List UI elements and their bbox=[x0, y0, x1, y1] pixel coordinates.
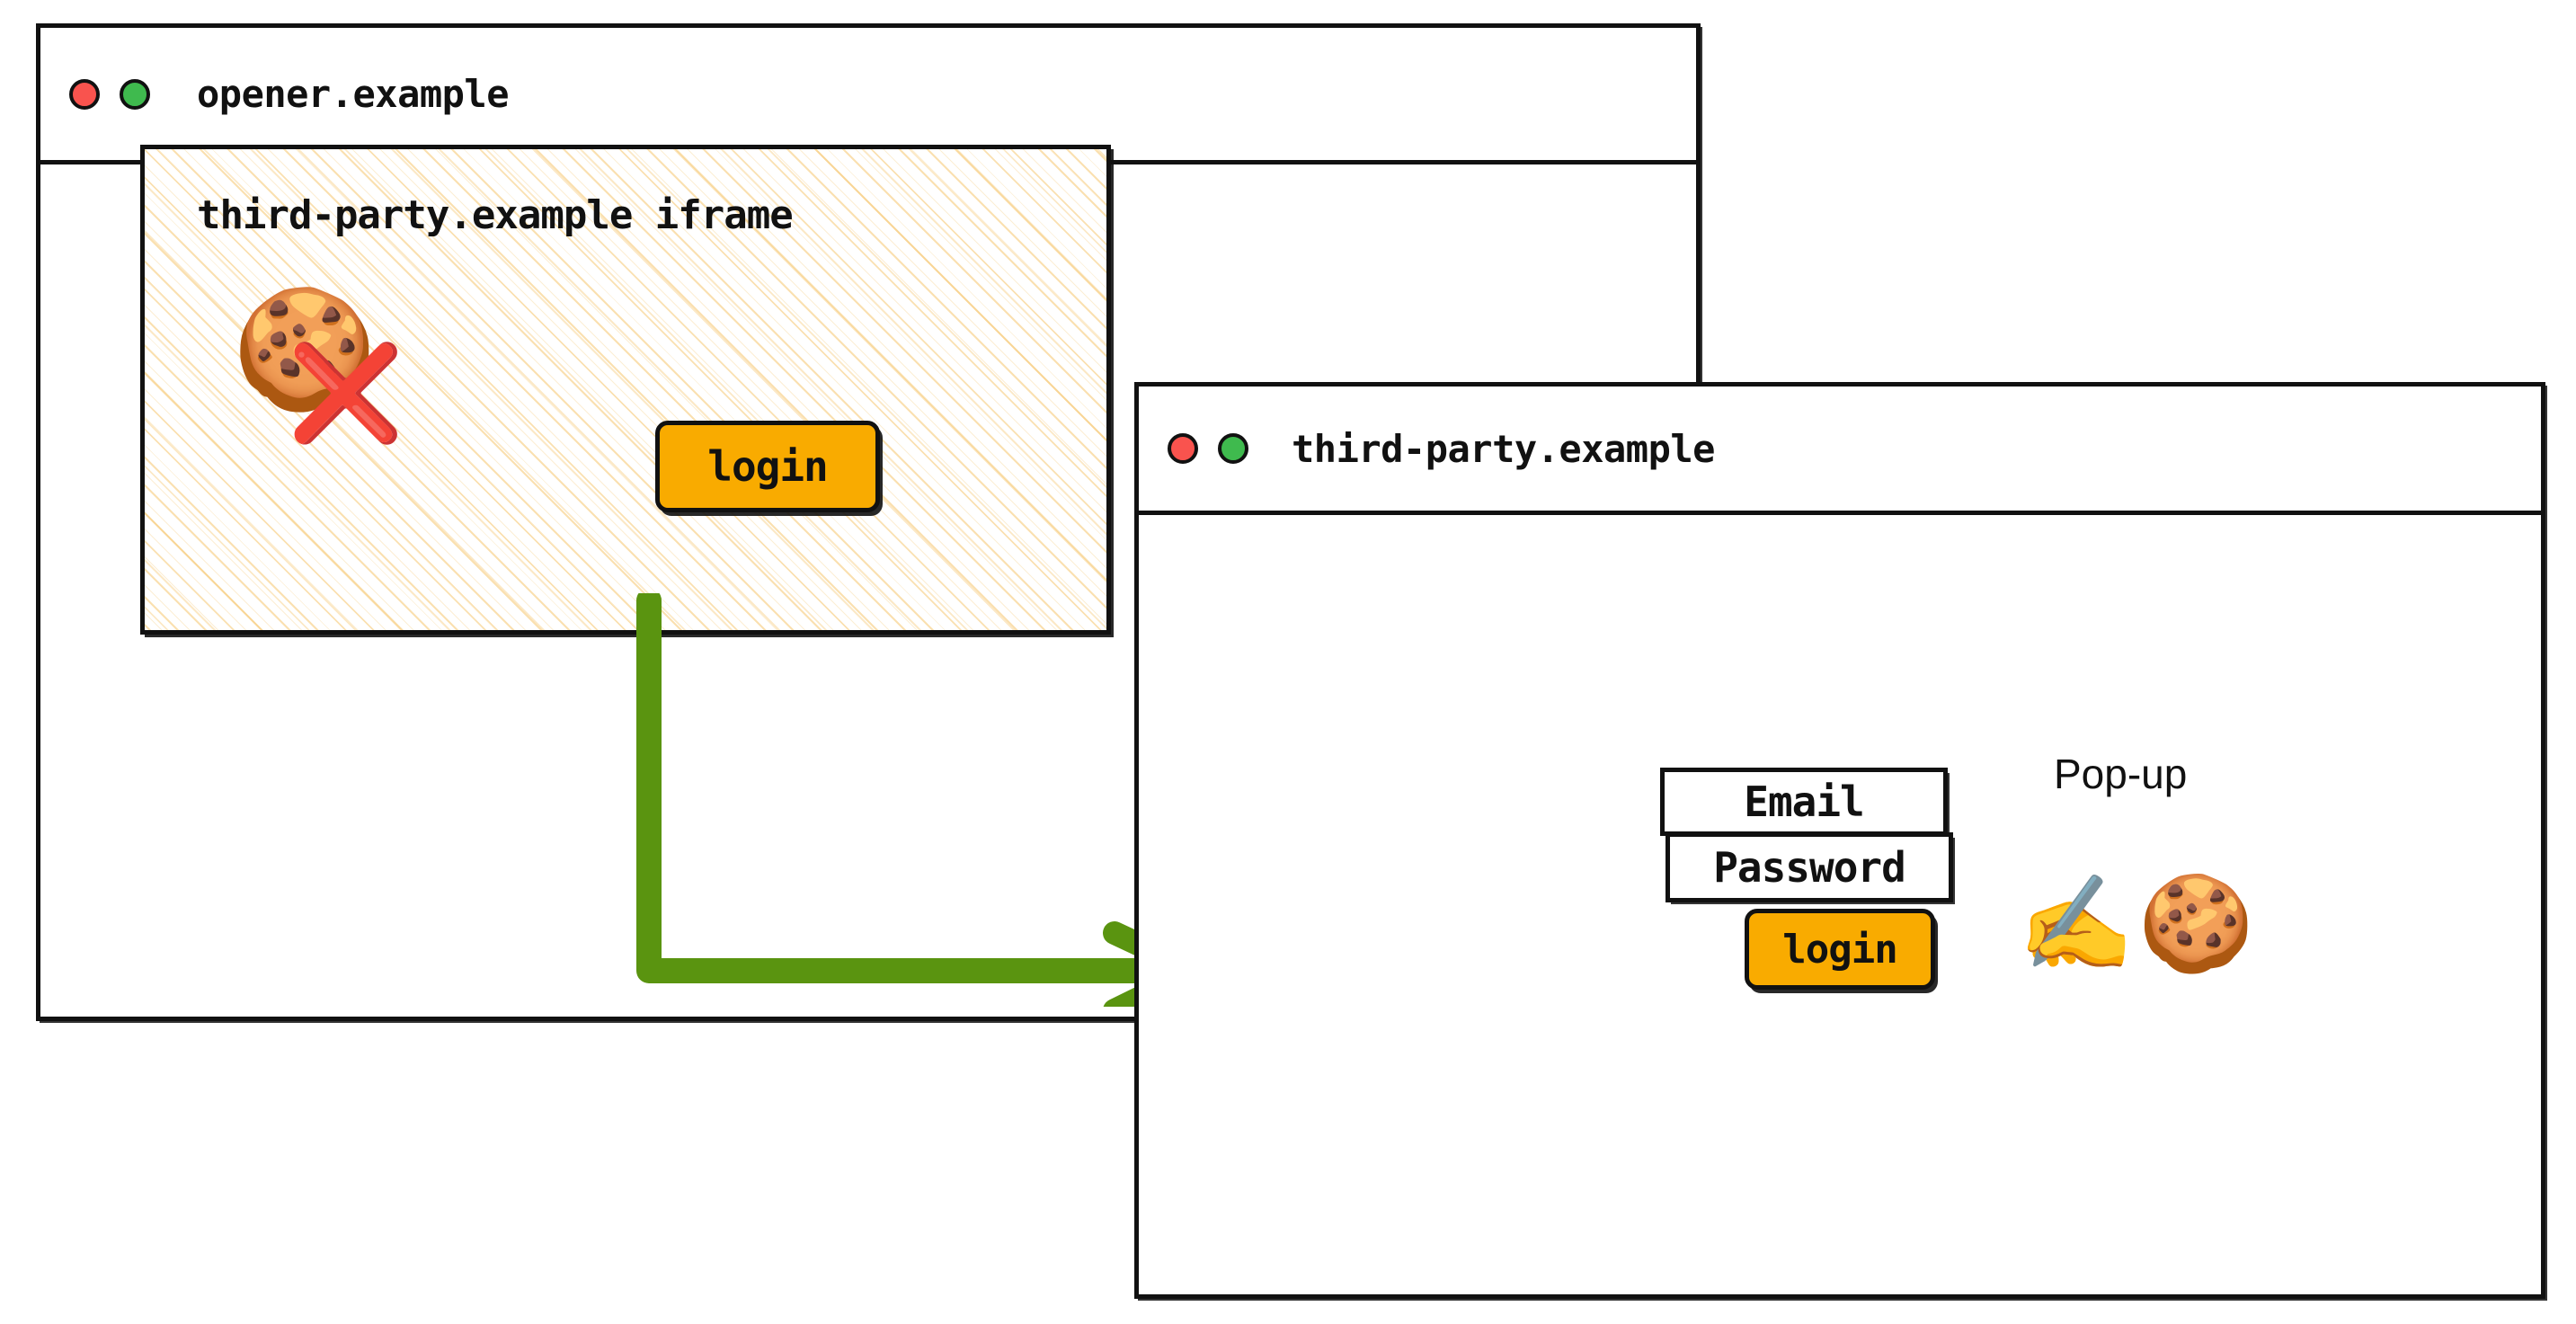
third-party-iframe: third-party.example iframe 🍪 ❌ login bbox=[140, 145, 1111, 635]
close-window-icon[interactable] bbox=[1168, 433, 1198, 464]
popup-badge-label: Pop-up bbox=[2054, 751, 2188, 797]
iframe-label: third-party.example iframe bbox=[197, 192, 794, 238]
popup-login-button[interactable]: login bbox=[1745, 909, 1935, 990]
maximize-window-icon[interactable] bbox=[1218, 433, 1248, 464]
cross-mark-icon: ❌ bbox=[288, 338, 404, 448]
close-window-icon[interactable] bbox=[69, 78, 100, 110]
cookie-icon: 🍪 bbox=[2137, 868, 2255, 978]
email-field[interactable]: Email bbox=[1660, 768, 1948, 836]
password-field[interactable]: Password bbox=[1666, 832, 1953, 902]
blocked-cookie-group: 🍪 ❌ bbox=[232, 280, 404, 448]
popup-window-title: third-party.example bbox=[1292, 426, 1715, 471]
maximize-window-icon[interactable] bbox=[120, 78, 150, 110]
popup-browser-window: third-party.example Email Password login… bbox=[1134, 382, 2545, 1299]
opener-window-title: opener.example bbox=[197, 72, 510, 116]
popup-titlebar: third-party.example bbox=[1139, 387, 2541, 515]
cookie-icon: 🍪 bbox=[232, 280, 378, 417]
writing-hand-icon: ✍️ bbox=[2018, 868, 2135, 978]
iframe-login-button[interactable]: login bbox=[655, 421, 880, 512]
popup-content-area: Email Password login Pop-up ✍️ 🍪 bbox=[1139, 515, 2541, 1294]
cookie-written-group: ✍️ 🍪 bbox=[2018, 876, 2254, 970]
